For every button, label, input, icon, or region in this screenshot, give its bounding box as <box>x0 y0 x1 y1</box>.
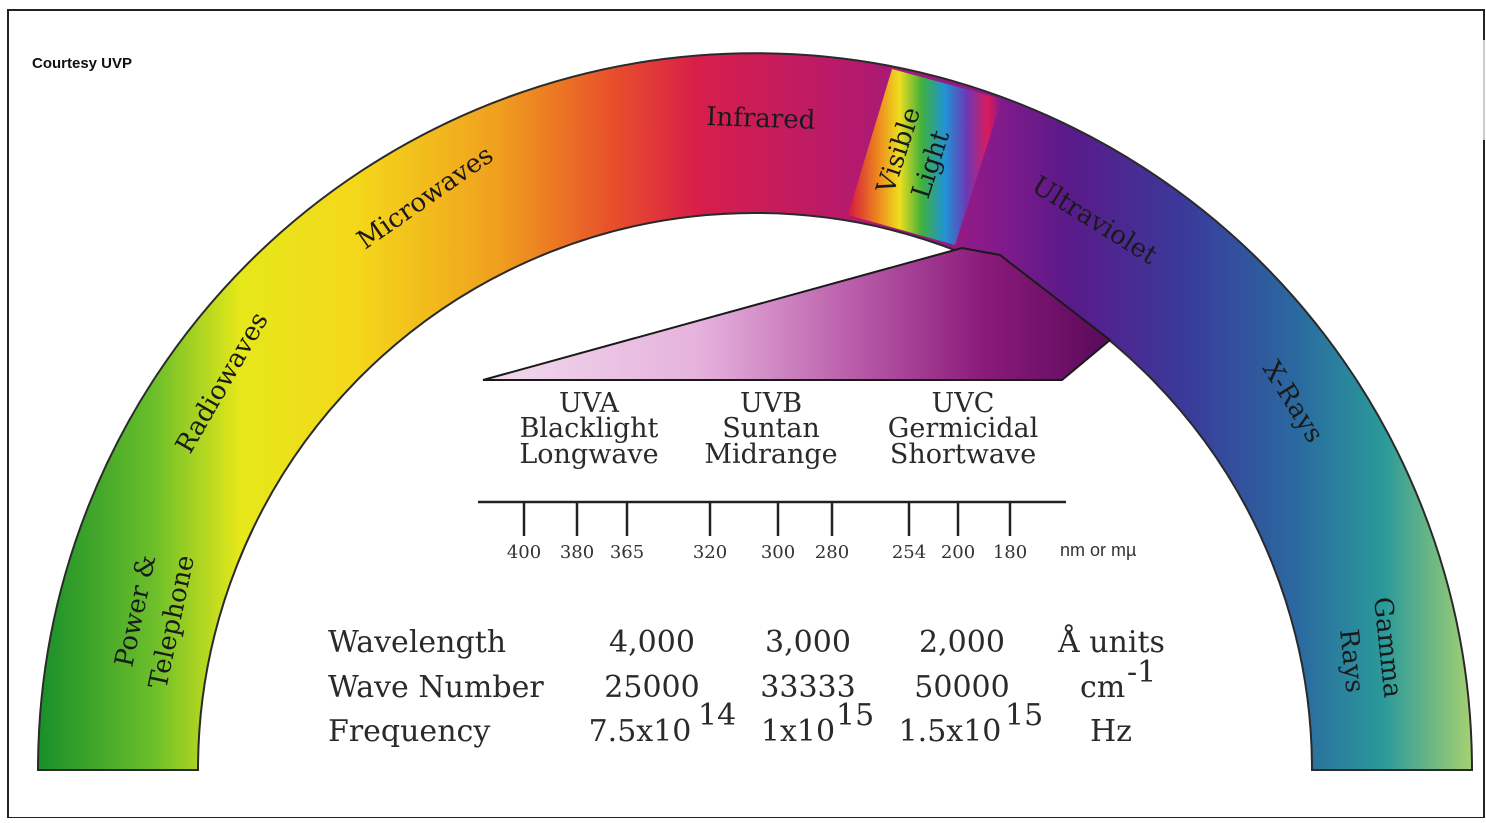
cell-frequency-2: 1x10 <box>761 714 835 749</box>
uvb-name: UVB <box>740 388 802 419</box>
cell-frequency-1-sup: 14 <box>698 698 736 733</box>
cell-frequency-1: 7.5x10 <box>589 714 692 749</box>
unit-table: Wavelength Wave Number Frequency 4,000 3… <box>328 624 1165 749</box>
uva-name: UVA <box>559 388 619 419</box>
uvc-line2: Germicidal <box>888 413 1038 444</box>
unit-wave-number: cm <box>1080 670 1125 705</box>
credit-text: Courtesy UVP <box>32 55 132 72</box>
tick-label: 400 <box>507 542 541 563</box>
tick-label: 280 <box>815 542 849 563</box>
uvc-line3: Shortwave <box>890 439 1036 470</box>
row-label-wave-number: Wave Number <box>328 670 544 705</box>
uvb-line2: Suntan <box>722 413 820 444</box>
uv-band-headings: UVA Blacklight Longwave UVB Suntan Midra… <box>519 388 1038 470</box>
cell-wavelength-1: 4,000 <box>609 625 695 660</box>
tick-label: 254 <box>892 542 926 563</box>
tick-label: 300 <box>761 542 795 563</box>
cell-frequency-2-sup: 15 <box>836 698 874 733</box>
tick-group: 400 380 365 320 300 280 254 200 180 <box>507 502 1027 563</box>
tick-label: 380 <box>560 542 594 563</box>
cell-wavelength-2: 3,000 <box>765 625 851 660</box>
cell-wavelength-3: 2,000 <box>919 625 1005 660</box>
visible-light-band <box>848 69 1002 245</box>
unit-wave-number-sup: -1 <box>1127 655 1156 690</box>
spectrum-arch <box>36 52 1474 771</box>
tick-unit: nm or mµ <box>1060 540 1136 560</box>
cell-frequency-3-sup: 15 <box>1005 698 1043 733</box>
tick-label: 365 <box>610 542 644 563</box>
unit-wavelength: Å units <box>1057 624 1165 660</box>
wavelength-scale: 400 380 365 320 300 280 254 200 180 nm or mµ <box>478 500 1136 563</box>
uva-line2: Blacklight <box>520 413 659 444</box>
infrared-label: Infrared <box>706 102 816 136</box>
tick-label: 180 <box>993 542 1027 563</box>
uvc-name: UVC <box>932 388 995 419</box>
unit-frequency: Hz <box>1090 714 1132 749</box>
tick-label: 320 <box>693 542 727 563</box>
row-label-frequency: Frequency <box>328 714 490 749</box>
cell-wave-number-2: 33333 <box>760 670 855 705</box>
cell-wave-number-1: 25000 <box>604 670 699 705</box>
uv-wedge <box>482 246 1112 381</box>
tick-label: 200 <box>941 542 975 563</box>
row-label-wavelength: Wavelength <box>328 625 506 660</box>
gamma-label-2: Rays <box>1333 628 1369 695</box>
uvb-line3: Midrange <box>704 439 837 470</box>
uva-line3: Longwave <box>519 439 658 470</box>
cell-frequency-3: 1.5x10 <box>899 714 1002 749</box>
cell-wave-number-3: 50000 <box>914 670 1009 705</box>
